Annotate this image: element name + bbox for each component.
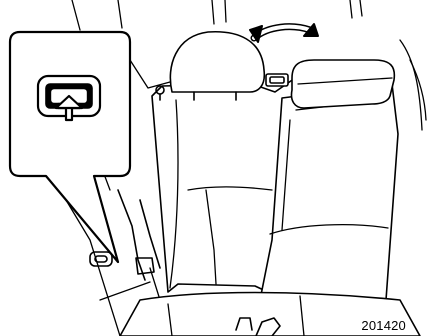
release-button-push-icon [38,76,100,120]
seatback-release-lever [266,74,288,86]
double-headed-curved-arrow-icon [250,24,318,42]
left-headrest [170,32,264,100]
right-seatback-folding [260,84,398,300]
trim-release-button [90,252,112,266]
callout-box [10,32,130,262]
right-headrest [292,60,395,108]
figure-code: 201420 [361,318,406,333]
